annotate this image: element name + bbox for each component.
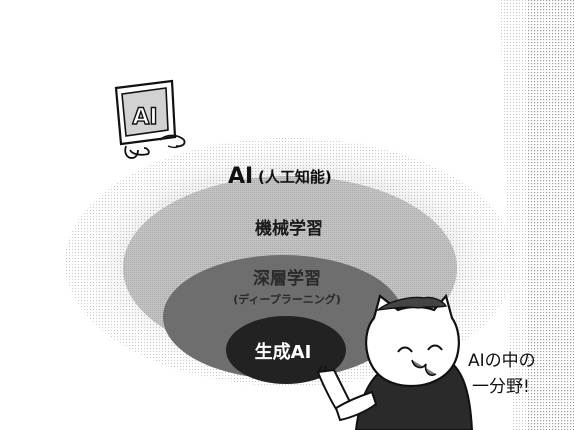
ring-deep-learning-sublabel: (ディープラーニング) bbox=[233, 292, 341, 306]
speech-line-2: 一分野! bbox=[472, 377, 530, 397]
speech-line-1: AIの中の bbox=[468, 351, 536, 371]
ai-sign-text: AI bbox=[132, 105, 157, 130]
cat-mascot bbox=[316, 293, 474, 430]
outer-ring-sublabel: (人工知能) bbox=[258, 168, 332, 186]
core-generative-ai-label: 生成AI bbox=[255, 341, 312, 363]
side-screen-band bbox=[528, 0, 574, 430]
ai-sign-mascot: AI bbox=[114, 79, 186, 159]
ring-deep-learning-label: 深層学習 bbox=[253, 268, 321, 289]
core-generative-ai bbox=[226, 316, 346, 384]
ring-machine-learning-label: 機械学習 bbox=[255, 218, 323, 239]
outer-ring-label: AI bbox=[228, 164, 253, 189]
side-screen-fade bbox=[500, 0, 528, 430]
